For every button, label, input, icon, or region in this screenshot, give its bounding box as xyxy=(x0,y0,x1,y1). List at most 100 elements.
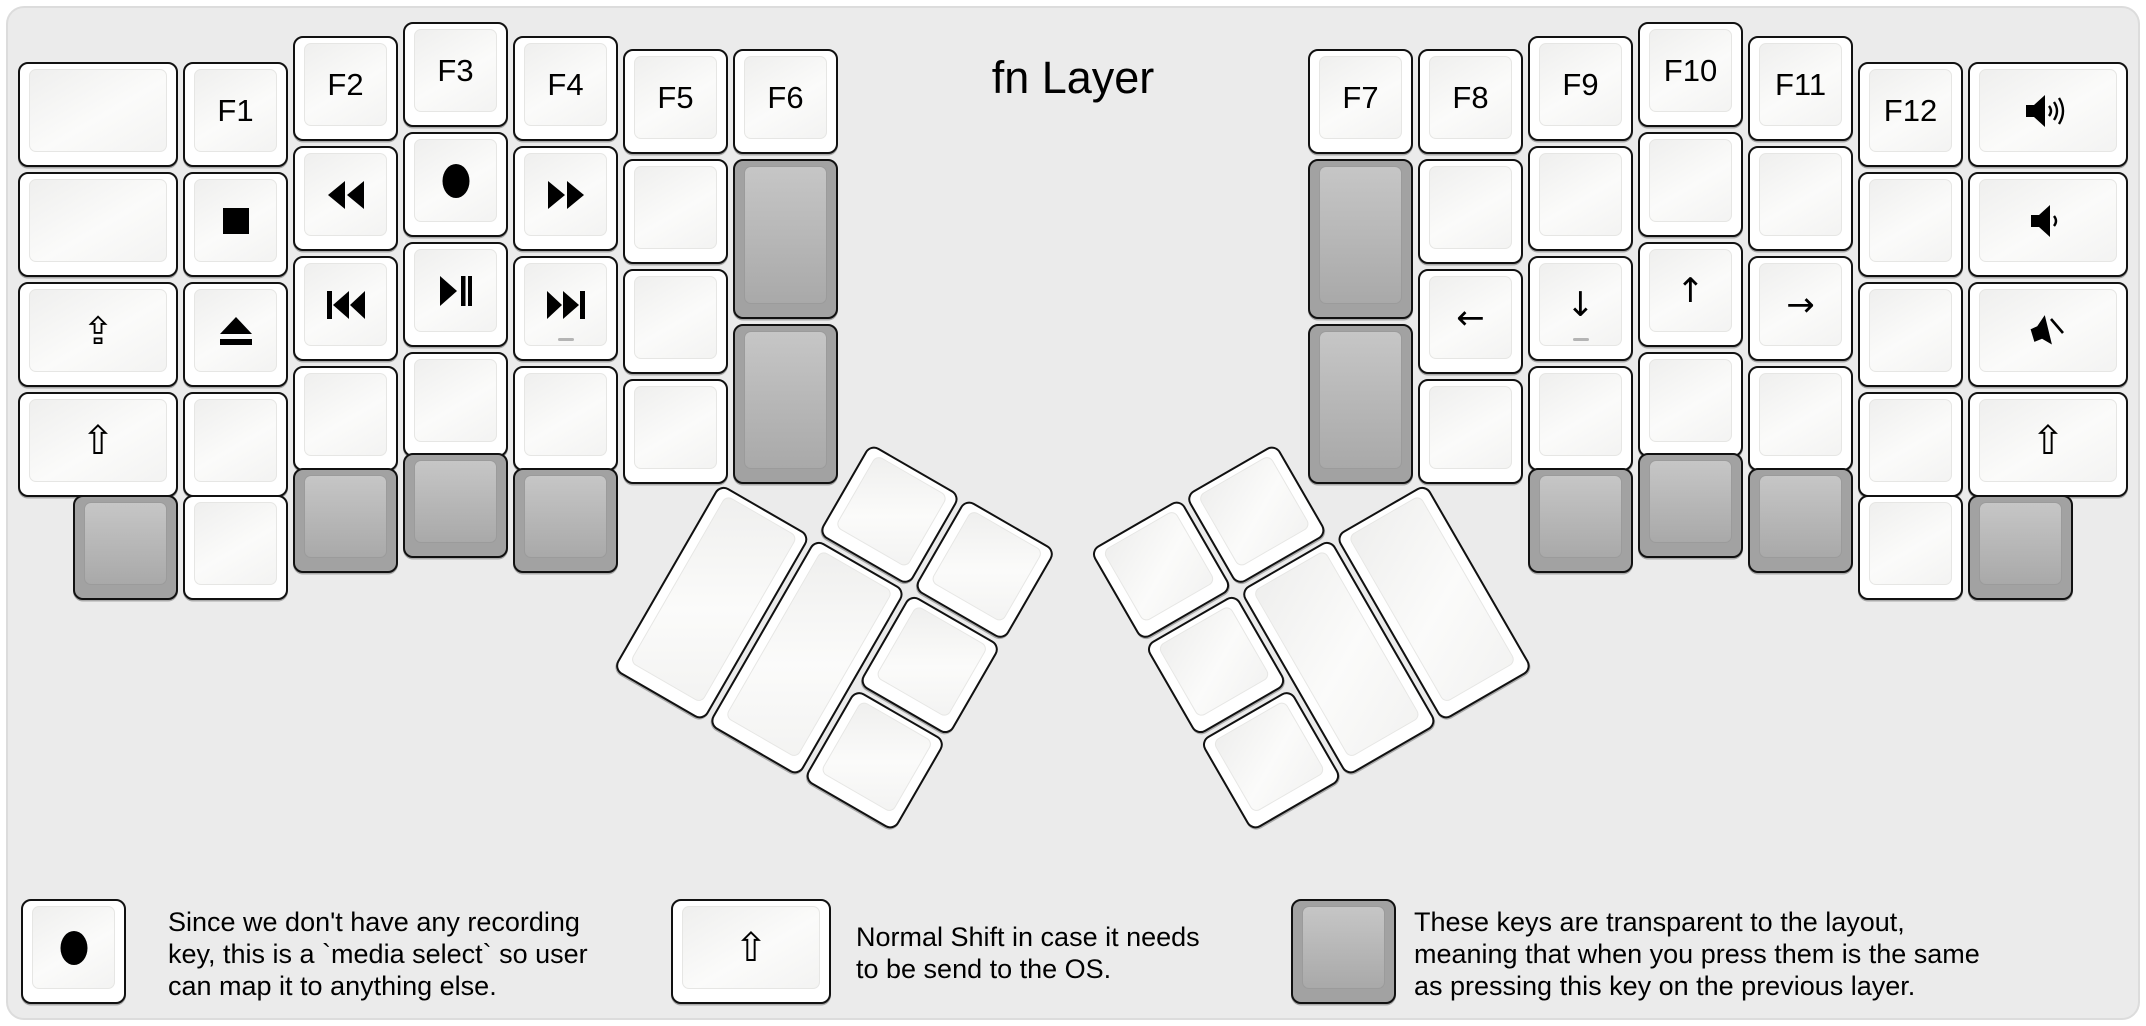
key-blank[interactable] xyxy=(1858,495,1963,600)
key-next-track[interactable] xyxy=(513,256,618,361)
key-prev-track[interactable] xyxy=(293,256,398,361)
key-blank[interactable] xyxy=(1638,352,1743,457)
key-transparent[interactable] xyxy=(1308,159,1413,319)
keytop: F12 xyxy=(1869,69,1952,152)
keytop xyxy=(744,166,827,304)
key-f9[interactable]: F9 xyxy=(1528,36,1633,141)
key-shift-left[interactable]: ⇧ xyxy=(18,392,178,497)
key-transparent[interactable] xyxy=(733,324,838,484)
key-volume-up[interactable] xyxy=(1968,62,2128,167)
keytop xyxy=(29,179,167,262)
play-pause-icon xyxy=(439,275,472,306)
keytop xyxy=(1869,289,1952,372)
key-blank[interactable] xyxy=(1858,392,1963,497)
key-eject[interactable] xyxy=(183,282,288,387)
key-blank[interactable] xyxy=(403,352,508,457)
key-arrow-right[interactable]: → xyxy=(1748,256,1853,361)
key-blank[interactable] xyxy=(513,366,618,471)
key-blank[interactable] xyxy=(1418,379,1523,484)
key-blank[interactable] xyxy=(623,159,728,264)
keytop xyxy=(1539,475,1622,558)
keytop xyxy=(29,69,167,152)
key-blank[interactable] xyxy=(1528,146,1633,251)
key-volume-down[interactable] xyxy=(1968,172,2128,277)
keytop xyxy=(1869,179,1952,262)
keytop xyxy=(524,373,607,456)
keytop xyxy=(194,399,277,482)
key-blank[interactable] xyxy=(183,392,288,497)
legend-transparent-text: These keys are transparent to the layout… xyxy=(1414,907,1980,1001)
shift-icon: ⇧ xyxy=(81,417,115,464)
legend-shift-text: Normal Shift in case it needs to be send… xyxy=(856,922,1200,984)
key-blank[interactable] xyxy=(1748,146,1853,251)
volume-mute-icon xyxy=(2029,314,2067,347)
key-f12[interactable]: F12 xyxy=(1858,62,1963,167)
key-blank[interactable] xyxy=(1858,282,1963,387)
key-label: F3 xyxy=(437,53,474,88)
key-blank[interactable] xyxy=(1748,366,1853,471)
key-transparent[interactable] xyxy=(1308,324,1413,484)
record-icon xyxy=(60,930,88,966)
key-blank[interactable] xyxy=(1638,132,1743,237)
key-transparent[interactable] xyxy=(513,468,618,573)
key-f7[interactable]: F7 xyxy=(1308,49,1413,154)
key-f3[interactable]: F3 xyxy=(403,22,508,127)
key-volume-mute[interactable] xyxy=(1968,282,2128,387)
key-blank[interactable] xyxy=(18,62,178,167)
key-caps-shift[interactable]: ⇪ xyxy=(18,282,178,387)
keytop: F4 xyxy=(524,43,607,126)
key-record[interactable] xyxy=(403,132,508,237)
fast-forward-icon xyxy=(547,180,584,209)
key-f1[interactable]: F1 xyxy=(183,62,288,167)
keytop xyxy=(1759,475,1842,558)
key-transparent[interactable] xyxy=(733,159,838,319)
key-blank[interactable] xyxy=(293,366,398,471)
keytop: ⇧ xyxy=(1979,399,2117,482)
key-f4[interactable]: F4 xyxy=(513,36,618,141)
key-play-pause[interactable] xyxy=(403,242,508,347)
key-blank[interactable] xyxy=(1418,159,1523,264)
key-fast-forward[interactable] xyxy=(513,146,618,251)
key-label: F7 xyxy=(1342,80,1379,115)
key-f10[interactable]: F10 xyxy=(1638,22,1743,127)
key-rewind[interactable] xyxy=(293,146,398,251)
key-transparent[interactable] xyxy=(1638,453,1743,558)
keytop xyxy=(1649,139,1732,222)
keytop xyxy=(414,139,497,222)
key-f8[interactable]: F8 xyxy=(1418,49,1523,154)
keytop xyxy=(84,502,167,585)
key-blank[interactable] xyxy=(1528,366,1633,471)
key-f6[interactable]: F6 xyxy=(733,49,838,154)
key-f2[interactable]: F2 xyxy=(293,36,398,141)
keytop xyxy=(1979,502,2062,585)
key-transparent[interactable] xyxy=(73,495,178,600)
key-arrow-up[interactable]: ↑ xyxy=(1638,242,1743,347)
key-label: F8 xyxy=(1452,80,1489,115)
key-stop[interactable] xyxy=(183,172,288,277)
keytop xyxy=(1319,166,1402,304)
key-blank[interactable] xyxy=(623,379,728,484)
key-transparent[interactable] xyxy=(1528,468,1633,573)
key-blank[interactable] xyxy=(623,269,728,374)
keytop: ↑ xyxy=(1649,249,1732,332)
key-arrow-down[interactable]: ↓ xyxy=(1528,256,1633,361)
key-transparent[interactable] xyxy=(293,468,398,573)
keytop xyxy=(414,460,497,543)
key-shift-right[interactable]: ⇧ xyxy=(1968,392,2128,497)
key-f5[interactable]: F5 xyxy=(623,49,728,154)
key-blank[interactable] xyxy=(1858,172,1963,277)
keytop: F6 xyxy=(744,56,827,139)
key-blank[interactable] xyxy=(183,495,288,600)
key-transparent[interactable] xyxy=(1968,495,2073,600)
keytop: F8 xyxy=(1429,56,1512,139)
rewind-icon xyxy=(327,180,364,209)
key-transparent[interactable] xyxy=(403,453,508,558)
key-blank[interactable] xyxy=(18,172,178,277)
key-transparent[interactable] xyxy=(1748,468,1853,573)
key-label: F2 xyxy=(327,67,364,102)
keytop xyxy=(634,166,717,249)
eject-icon xyxy=(219,316,252,345)
key-arrow-left[interactable]: ← xyxy=(1418,269,1523,374)
key-f11[interactable]: F11 xyxy=(1748,36,1853,141)
